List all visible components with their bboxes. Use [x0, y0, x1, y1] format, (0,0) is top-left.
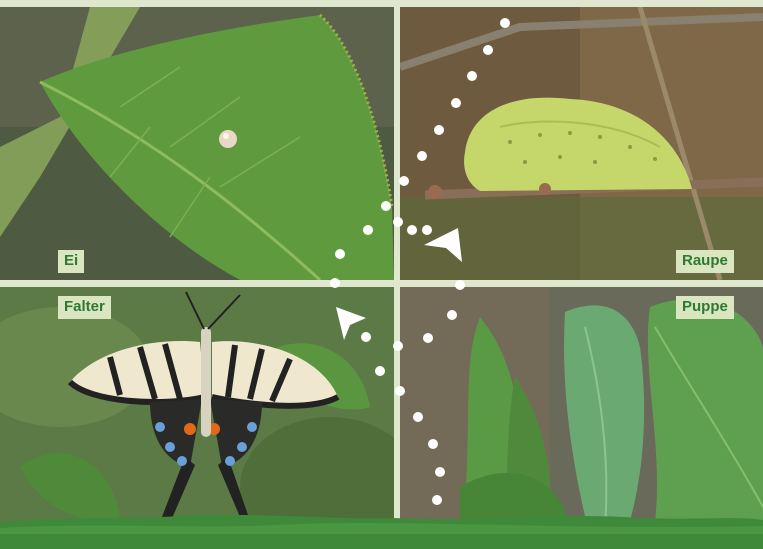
cycle-dots: [330, 18, 510, 537]
